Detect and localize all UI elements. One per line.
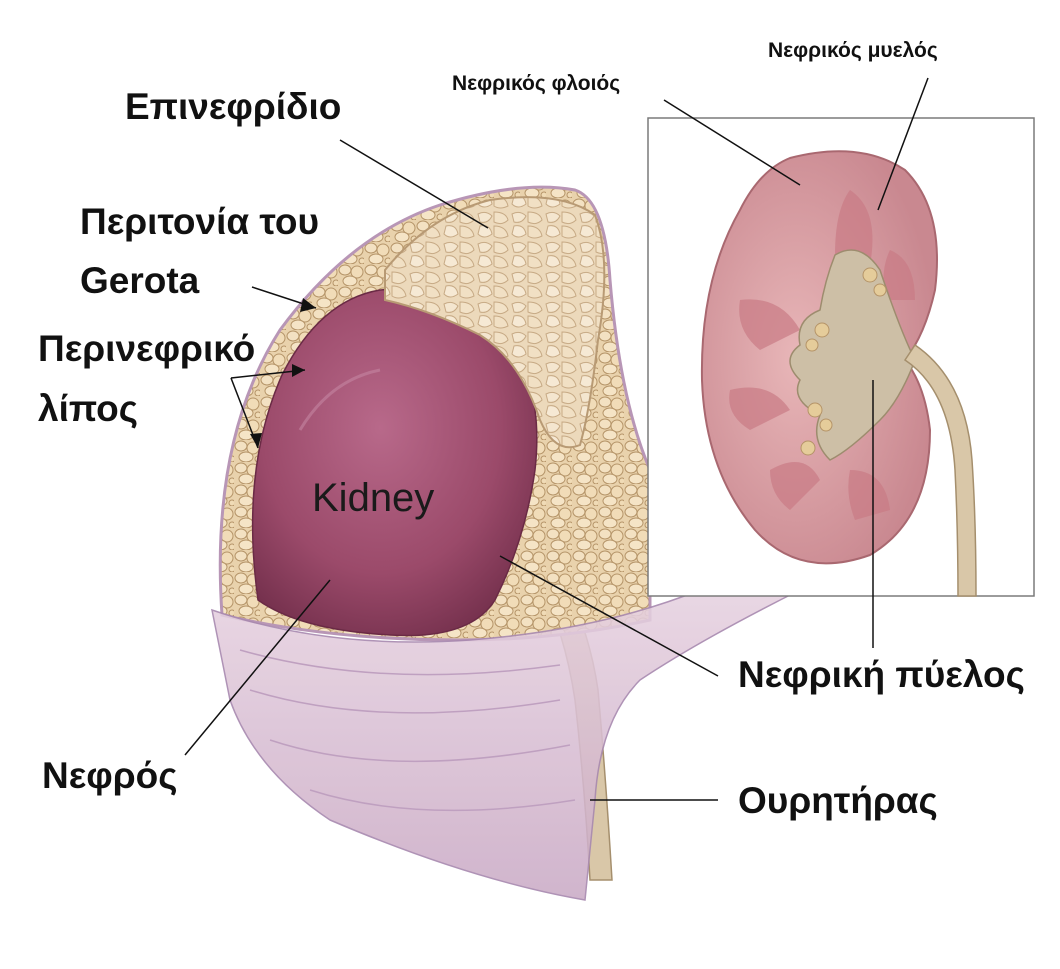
label-perirenal-line2: λίπος (38, 390, 138, 427)
label-ureter: Ουρητήρας (738, 782, 938, 819)
label-gerota-line2: Gerota (80, 262, 199, 299)
label-renal-cortex: Νεφρικός φλοιός (452, 73, 620, 94)
label-perirenal-line1: Περινεφρικό (38, 330, 255, 367)
label-kidney-greek: Νεφρός (42, 757, 177, 794)
label-renal-medulla: Νεφρικός μυελός (768, 40, 938, 61)
label-adrenal: Επινεφρίδιο (125, 88, 341, 125)
label-renal-pelvis: Νεφρική πύελος (738, 656, 1025, 693)
label-kidney-on-organ: Kidney (312, 478, 434, 518)
label-gerota-line1: Περιτονία του (80, 203, 319, 240)
